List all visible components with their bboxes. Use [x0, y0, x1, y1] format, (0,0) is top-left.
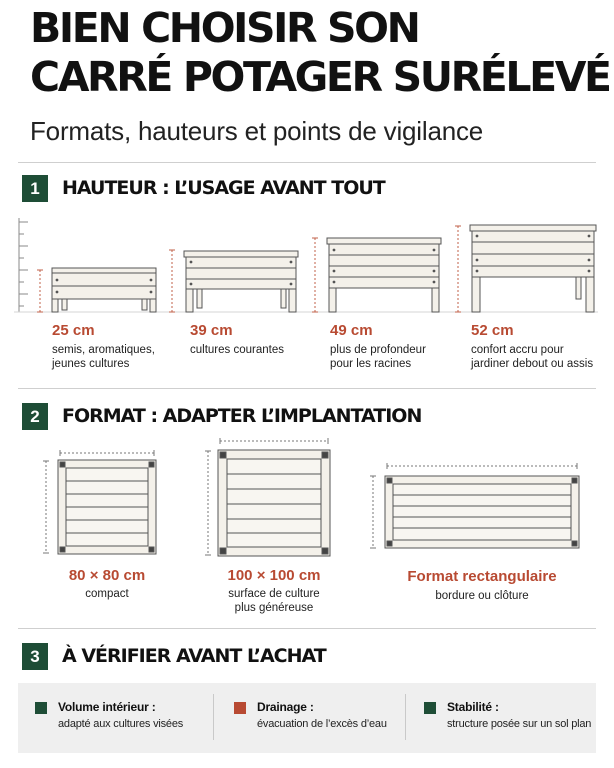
title-line-2: CARRÉ POTAGER SURÉLEVÉ: [30, 53, 612, 101]
check-volume-title: Volume intérieur :: [58, 700, 156, 714]
height-marker-caps: [37, 225, 461, 313]
page-subtitle: Formats, hauteurs et points de vigilance: [30, 116, 484, 146]
planter-52cm-drawing: [469, 224, 597, 313]
dimension-lines: [45, 440, 577, 555]
format-rect-value: Format rectangulaire: [407, 568, 557, 585]
format-100x100-drawing: [217, 449, 331, 557]
height-52-desc-1: confort accru pour: [471, 344, 564, 356]
section-1-title: HAUTEUR : L’USAGE AVANT TOUT: [62, 177, 386, 199]
height-markers: [39, 226, 459, 312]
check-drainage-desc: évacuation de l’excès d’eau: [257, 718, 387, 730]
height-25-desc-2: jeunes cultures: [52, 358, 130, 370]
divider-top: [18, 162, 596, 163]
format-100-desc-2: plus généreuse: [234, 602, 314, 614]
format-rect-desc-1: bordure ou clôture: [435, 590, 529, 602]
height-52-desc-2: jardiner debout ou assis: [471, 358, 594, 370]
height-52-value: 52 cm: [471, 322, 514, 339]
divider-1: [18, 388, 596, 389]
check-drainage-title: Drainage :: [257, 700, 314, 714]
planter-39cm-drawing: [183, 250, 299, 313]
format-80x80-drawing: [57, 459, 157, 555]
section-1-number: 1: [22, 175, 48, 202]
height-39-desc-1: cultures courantes: [190, 344, 284, 356]
format-100-desc-1: surface de culture: [228, 588, 320, 600]
check-stability-title: Stabilité :: [447, 700, 499, 714]
planter-49cm-drawing: [326, 237, 442, 313]
height-49-value: 49 cm: [330, 322, 373, 339]
format-100-value: 100 × 100 cm: [227, 567, 321, 584]
section-2-title: FORMAT : ADAPTER L’IMPLANTATION: [62, 405, 422, 427]
check-volume-marker: [35, 702, 47, 714]
section-2-number: 2: [22, 403, 48, 430]
check-stability-desc: structure posée sur un sol plan: [447, 718, 592, 730]
height-ruler: [18, 218, 28, 312]
format-rectangular-drawing: [384, 475, 580, 549]
divider-2: [18, 628, 596, 629]
check-volume-desc: adapté aux cultures visées: [58, 718, 184, 730]
format-80-desc-1: compact: [85, 588, 129, 600]
check-separator-1: [213, 694, 214, 740]
height-25-desc-1: semis, aromatiques,: [52, 344, 155, 356]
dimension-caps: [43, 438, 578, 556]
title-line-1: BIEN CHOISIR SON: [30, 4, 421, 52]
height-25-value: 25 cm: [52, 322, 95, 339]
page-title: BIEN CHOISIR SON CARRÉ POTAGER SURÉLEVÉ: [30, 4, 612, 102]
section-3-number: 3: [22, 643, 48, 670]
checklist-panel: [18, 683, 596, 753]
check-drainage-marker: [234, 702, 246, 714]
format-80-value: 80 × 80 cm: [68, 567, 146, 584]
section-3-title: À VÉRIFIER AVANT L’ACHAT: [62, 645, 327, 667]
height-39-value: 39 cm: [190, 322, 233, 339]
height-49-desc-1: plus de profondeur: [330, 344, 426, 356]
check-separator-2: [405, 694, 406, 740]
check-stability-marker: [424, 702, 436, 714]
height-49-desc-2: pour les racines: [330, 358, 412, 370]
planter-25cm-drawing: [51, 267, 157, 313]
